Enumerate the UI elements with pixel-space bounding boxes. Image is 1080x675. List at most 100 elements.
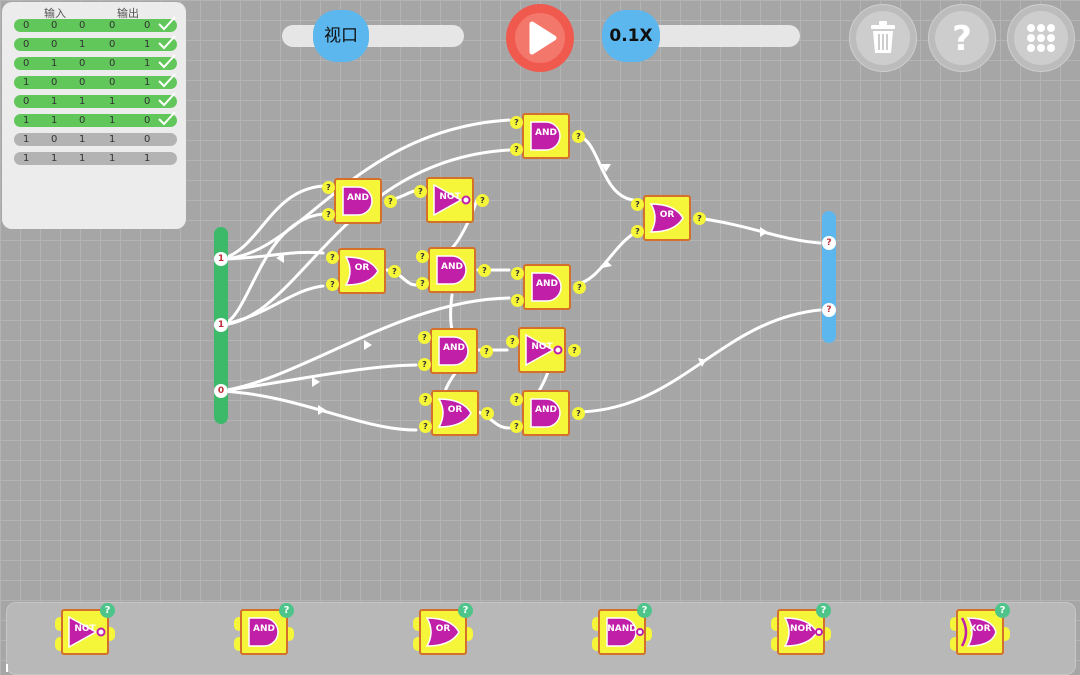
svg-text:?: ?	[952, 19, 972, 59]
output-port[interactable]: ?	[568, 344, 581, 357]
help-button[interactable]: ?	[928, 4, 996, 72]
input-port[interactable]: ?	[416, 250, 429, 263]
input-port[interactable]: ?	[322, 208, 335, 221]
input-port[interactable]: ?	[418, 331, 431, 344]
input-port[interactable]: ?	[511, 294, 524, 307]
input-port[interactable]: ?	[510, 116, 523, 129]
palette-not-gate[interactable]: NOT?	[55, 603, 115, 661]
input-port[interactable]: ?	[418, 358, 431, 371]
gate-and[interactable]: AND	[334, 178, 382, 224]
input-port[interactable]: ?	[506, 335, 519, 348]
input-node-1[interactable]: 1	[214, 252, 228, 266]
gate-or[interactable]: OR	[643, 195, 691, 241]
input-port[interactable]: ?	[510, 420, 523, 433]
palette-and-gate[interactable]: AND?	[234, 603, 294, 661]
speed-slider-handle[interactable]: 0.1X	[602, 10, 660, 62]
truth-table-cell: 0	[109, 39, 116, 50]
input-port[interactable]: ?	[510, 143, 523, 156]
gate-and[interactable]: AND	[523, 264, 571, 310]
gate-and[interactable]: AND	[522, 113, 570, 159]
output-port[interactable]: ?	[388, 265, 401, 278]
gate-or[interactable]: OR	[431, 390, 479, 436]
gate-nor: NOR	[777, 609, 825, 655]
input-port[interactable]: ?	[631, 225, 644, 238]
input-node-3[interactable]: 0	[214, 384, 228, 398]
output-port[interactable]: ?	[480, 345, 493, 358]
truth-table-cell: 1	[109, 115, 116, 126]
gate-and[interactable]: AND	[430, 328, 478, 374]
palette-nor-gate[interactable]: NOR?	[771, 603, 831, 661]
truth-table-cell: 1	[23, 153, 30, 164]
truth-table-cell: 0	[109, 20, 116, 31]
truth-table-cell: 1	[79, 96, 86, 107]
truth-table-cell: 1	[144, 58, 151, 69]
truth-table-cell: 1	[144, 153, 151, 164]
gate-or[interactable]: OR	[338, 248, 386, 294]
truth-table-cell: 0	[109, 77, 116, 88]
truth-table-cell: 0	[79, 77, 86, 88]
delete-button[interactable]	[849, 4, 917, 72]
menu-button[interactable]	[1007, 4, 1075, 72]
output-port[interactable]: ?	[573, 281, 586, 294]
input-port[interactable]: ?	[511, 267, 524, 280]
truth-table-cell: 1	[51, 96, 58, 107]
input-port[interactable]: ?	[419, 420, 432, 433]
input-port[interactable]: ?	[414, 185, 427, 198]
gate-xor: XOR	[956, 609, 1004, 655]
gate-and[interactable]: AND	[522, 390, 570, 436]
gate-help-button[interactable]: ?	[100, 603, 115, 618]
wire	[450, 198, 479, 250]
wire	[476, 410, 511, 430]
output-port[interactable]: ?	[572, 130, 585, 143]
output-header: 输出	[117, 7, 139, 20]
palette-or-gate[interactable]: OR?	[413, 603, 473, 661]
input-port[interactable]: ?	[631, 198, 644, 211]
output-port[interactable]: ?	[572, 407, 585, 420]
output-port[interactable]: ?	[481, 407, 494, 420]
output-port[interactable]: ?	[476, 194, 489, 207]
gate-palette	[6, 602, 1076, 675]
output-port[interactable]: ?	[384, 195, 397, 208]
input-port[interactable]: ?	[322, 181, 335, 194]
wire	[219, 296, 511, 393]
output-port[interactable]: ?	[478, 264, 491, 277]
input-port[interactable]: ?	[326, 278, 339, 291]
truth-table-cell: 0	[144, 96, 151, 107]
wire-arrow	[760, 227, 768, 237]
viewport-slider-track[interactable]	[282, 25, 464, 47]
truth-table-row: 0 1 1 1 0	[14, 92, 177, 108]
gate-help-button[interactable]: ?	[458, 603, 473, 618]
gate-not[interactable]: NOT	[426, 177, 474, 223]
truth-table-cell: 1	[109, 134, 116, 145]
gate-not[interactable]: NOT	[518, 327, 566, 373]
truth-table-cell: 1	[109, 96, 116, 107]
gate-or: OR	[419, 609, 467, 655]
gate-help-button[interactable]: ?	[637, 603, 652, 618]
truth-table-cell: 1	[51, 153, 58, 164]
output-port[interactable]: ?	[693, 212, 706, 225]
viewport-slider-handle[interactable]: 视口	[313, 10, 369, 62]
input-port[interactable]: ?	[419, 393, 432, 406]
truth-table-cell: 1	[79, 39, 86, 50]
input-port[interactable]: ?	[416, 277, 429, 290]
gate-help-button[interactable]: ?	[816, 603, 831, 618]
palette-nand-gate[interactable]: NAND?	[592, 603, 652, 661]
input-port[interactable]: ?	[326, 251, 339, 264]
gate-and[interactable]: AND	[428, 247, 476, 293]
truth-table-cell: 0	[23, 96, 30, 107]
speed-slider-track[interactable]	[618, 25, 800, 47]
input-node-2[interactable]: 1	[214, 318, 228, 332]
palette-xor-gate[interactable]: XOR?	[950, 603, 1010, 661]
truth-table-cell: 0	[109, 58, 116, 69]
check-icon	[158, 35, 176, 50]
wire	[219, 148, 511, 327]
truth-table-cell: 1	[51, 58, 58, 69]
gate-help-button[interactable]: ?	[995, 603, 1010, 618]
input-port[interactable]: ?	[510, 393, 523, 406]
gate-help-button[interactable]: ?	[279, 603, 294, 618]
play-button[interactable]	[506, 4, 574, 72]
input-header: 输入	[44, 7, 66, 20]
